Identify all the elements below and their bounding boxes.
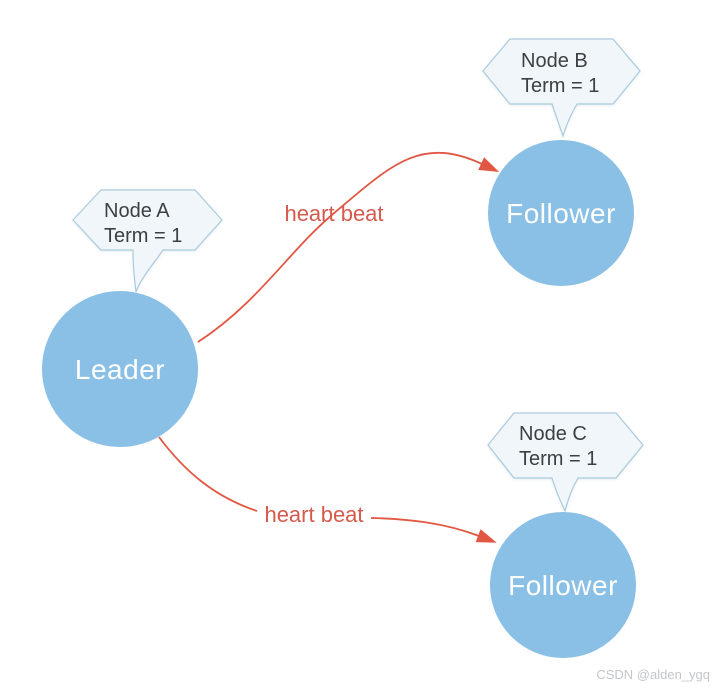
heartbeat-label-b: heart beat [284, 201, 383, 226]
heartbeat-arrow-to-c-segment2 [370, 517, 497, 543]
heartbeat-label-c: heart beat [264, 502, 363, 527]
node-b-callout-line1: Node B [521, 50, 588, 72]
node-c-callout-line1: Node C [519, 423, 587, 445]
node-c-callout-bubble [488, 413, 643, 511]
leader-node [42, 291, 198, 447]
node-a-callout-bubble [73, 190, 222, 292]
heartbeat-arrow-to-c-segment1 [158, 436, 258, 512]
follower-c-node [490, 512, 636, 658]
heartbeat-arrow-to-b [197, 151, 500, 343]
node-a-callout-border [72, 189, 223, 293]
node-b-callout-bubble [483, 39, 640, 136]
node-a-callout-line1: Node A [104, 200, 170, 222]
node-c-callout-border [487, 412, 644, 513]
watermark-text: CSDN @alden_ygq [596, 667, 710, 682]
follower-b-node-label: Follower [506, 198, 616, 229]
node-c-callout-line2: Term = 1 [519, 448, 597, 470]
follower-b-node [488, 140, 634, 286]
leader-node-label: Leader [75, 354, 165, 385]
follower-c-node-label: Follower [508, 570, 618, 601]
node-b-callout-border [482, 38, 641, 138]
node-b-callout-line2: Term = 1 [521, 75, 599, 97]
node-a-callout-line2: Term = 1 [104, 225, 182, 247]
